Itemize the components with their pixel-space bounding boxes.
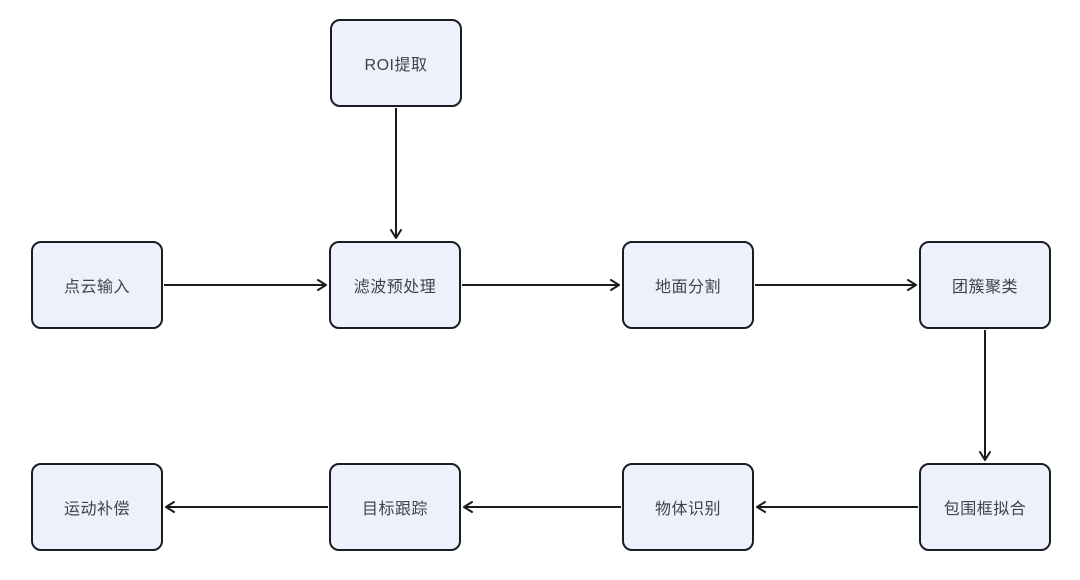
node-bbox-fitting[interactable]: 包围框拟合	[919, 463, 1051, 551]
node-target-tracking[interactable]: 目标跟踪	[329, 463, 461, 551]
node-label: 目标跟踪	[361, 501, 428, 518]
node-label: ROI提取	[364, 57, 428, 74]
node-label: 包围框拟合	[943, 501, 1027, 518]
node-object-recognition[interactable]: 物体识别	[622, 463, 754, 551]
node-label: 运动补偿	[63, 501, 130, 518]
node-ground-segmentation[interactable]: 地面分割	[622, 241, 754, 329]
node-clustering[interactable]: 团簇聚类	[919, 241, 1051, 329]
node-label: 团簇聚类	[951, 279, 1018, 296]
node-label: 地面分割	[654, 279, 721, 296]
node-filter-preprocess[interactable]: 滤波预处理	[329, 241, 461, 329]
node-point-cloud-input[interactable]: 点云输入	[31, 241, 163, 329]
node-label: 滤波预处理	[353, 279, 437, 296]
node-motion-compensation[interactable]: 运动补偿	[31, 463, 163, 551]
node-label: 物体识别	[654, 501, 721, 518]
node-roi-extraction[interactable]: ROI提取	[330, 19, 462, 107]
node-label: 点云输入	[63, 279, 130, 296]
